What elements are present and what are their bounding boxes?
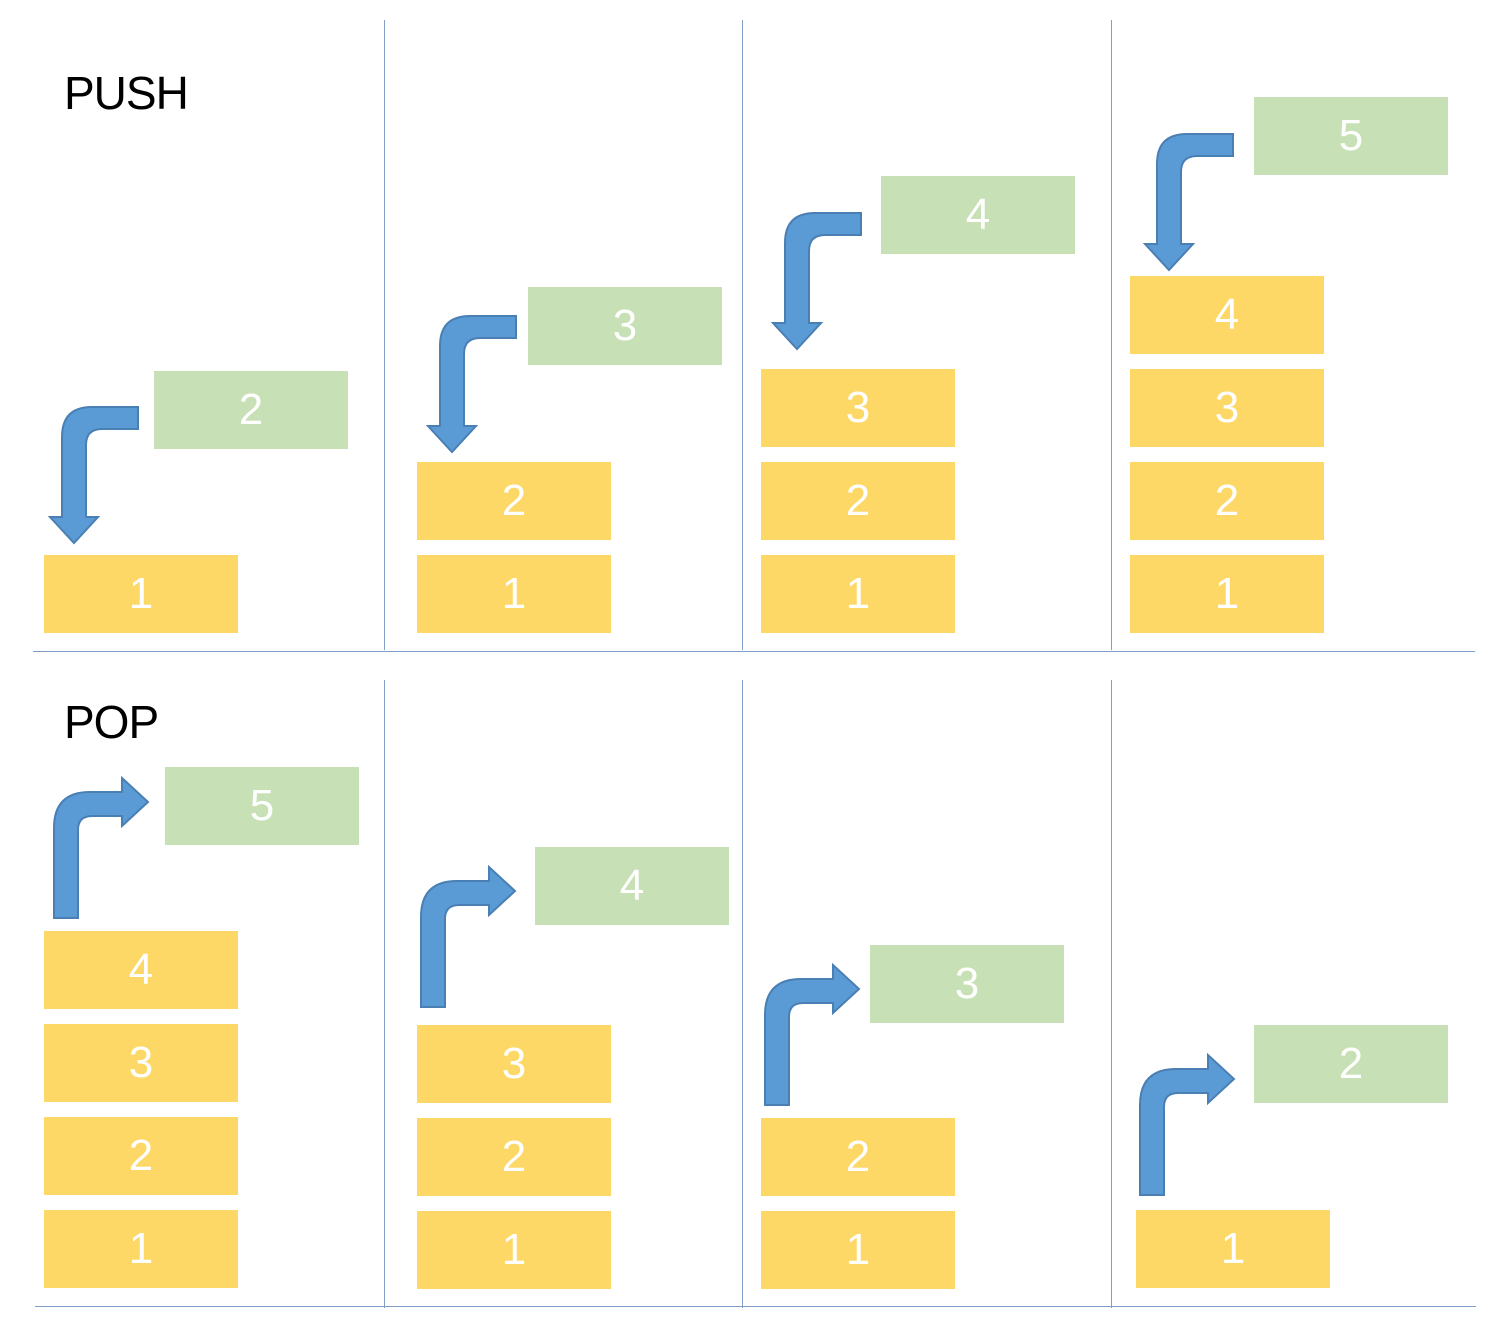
push-section-title: PUSH	[64, 67, 189, 119]
push-step-4-incoming-item: 5	[1254, 97, 1448, 175]
panel-divider-bottom-1	[384, 680, 385, 1308]
push-step-2-stack-item-2: 2	[417, 462, 611, 540]
push-step-3-stack-item-2: 2	[761, 462, 955, 540]
pop-step-1-stack-item-3: 3	[44, 1024, 238, 1102]
pop-step-2-outgoing-item-label: 4	[619, 861, 645, 910]
pop-step-2-outgoing-item: 4	[535, 847, 729, 925]
push-step-2-stack-item-2-label: 2	[501, 476, 527, 525]
pop-step-3-stack-item-2-label: 2	[845, 1132, 871, 1181]
pop-step-4-outgoing-item-label: 2	[1338, 1039, 1364, 1088]
pop-step-1-stack-item-4-label: 4	[128, 945, 154, 994]
pop-step-4-outgoing-item: 2	[1254, 1025, 1448, 1103]
push-step-2-incoming-item-label: 3	[612, 301, 638, 350]
push-step-1-curved-arrow-down-icon	[47, 406, 139, 545]
pop-step-3-stack-item-2: 2	[761, 1118, 955, 1196]
push-step-1-stack-item-1-label: 1	[128, 569, 154, 618]
pop-step-2-stack-item-2-label: 2	[501, 1132, 527, 1181]
pop-step-3-stack-item-1: 1	[761, 1211, 955, 1289]
push-step-2-curved-arrow-down-icon	[425, 315, 517, 454]
panel-divider-top-2	[742, 20, 743, 650]
pop-step-4-stack-item-1: 1	[1136, 1210, 1330, 1288]
push-step-4-stack-item-1: 1	[1130, 555, 1324, 633]
push-step-2-stack-item-1-label: 1	[501, 569, 527, 618]
push-step-1-stack-item-1: 1	[44, 555, 238, 633]
section-divider	[33, 651, 1475, 652]
pop-step-1-stack-item-4: 4	[44, 931, 238, 1009]
panel-divider-bottom-2	[742, 680, 743, 1308]
push-step-3-stack-item-2-label: 2	[845, 476, 871, 525]
pop-step-4-curved-arrow-right-icon	[1139, 1052, 1236, 1196]
pop-step-2-stack-item-3: 3	[417, 1025, 611, 1103]
push-step-3-incoming-item: 4	[881, 176, 1075, 254]
push-step-1-incoming-item-label: 2	[238, 385, 264, 434]
pop-step-1-stack-item-2: 2	[44, 1117, 238, 1195]
pop-step-1-stack-item-3-label: 3	[128, 1038, 154, 1087]
pop-step-3-outgoing-item-label: 3	[954, 959, 980, 1008]
pop-step-2-curved-arrow-right-icon	[420, 864, 517, 1008]
push-step-4-incoming-item-label: 5	[1338, 111, 1364, 160]
push-step-3-stack-item-3-label: 3	[845, 383, 871, 432]
pop-step-2-stack-item-3-label: 3	[501, 1039, 527, 1088]
push-step-4-curved-arrow-down-icon	[1142, 133, 1234, 272]
push-step-1-incoming-item: 2	[154, 371, 348, 449]
pop-step-1-outgoing-item: 5	[165, 767, 359, 845]
pop-step-2-stack-item-2: 2	[417, 1118, 611, 1196]
pop-step-1-curved-arrow-right-icon	[53, 775, 150, 919]
panel-divider-bottom-3	[1111, 680, 1112, 1308]
panel-divider-top-3	[1111, 20, 1112, 650]
pop-step-1-outgoing-item-label: 5	[249, 781, 275, 830]
pop-step-2-stack-item-1-label: 1	[501, 1225, 527, 1274]
pop-step-4-stack-item-1-label: 1	[1220, 1224, 1246, 1273]
panel-divider-top-1	[384, 20, 385, 650]
pop-step-2-stack-item-1: 1	[417, 1211, 611, 1289]
pop-step-1-stack-item-2-label: 2	[128, 1131, 154, 1180]
push-step-3-stack-item-1-label: 1	[845, 569, 871, 618]
pop-step-3-stack-item-1-label: 1	[845, 1225, 871, 1274]
push-step-3-curved-arrow-down-icon	[770, 212, 862, 351]
pop-section-title: POP	[64, 696, 159, 748]
push-step-4-stack-item-2-label: 2	[1214, 476, 1240, 525]
pop-step-1-stack-item-1: 1	[44, 1210, 238, 1288]
push-step-2-incoming-item: 3	[528, 287, 722, 365]
push-step-3-stack-item-3: 3	[761, 369, 955, 447]
push-step-3-incoming-item-label: 4	[965, 190, 991, 239]
bottom-border	[35, 1306, 1476, 1307]
push-step-4-stack-item-3: 3	[1130, 369, 1324, 447]
pop-step-3-curved-arrow-right-icon	[764, 962, 861, 1106]
push-step-4-stack-item-1-label: 1	[1214, 569, 1240, 618]
pop-step-1-stack-item-1-label: 1	[128, 1224, 154, 1273]
pop-step-3-outgoing-item: 3	[870, 945, 1064, 1023]
push-step-3-stack-item-1: 1	[761, 555, 955, 633]
push-step-4-stack-item-2: 2	[1130, 462, 1324, 540]
push-step-4-stack-item-4-label: 4	[1214, 290, 1240, 339]
push-step-2-stack-item-1: 1	[417, 555, 611, 633]
push-step-4-stack-item-4: 4	[1130, 276, 1324, 354]
push-step-4-stack-item-3-label: 3	[1214, 383, 1240, 432]
